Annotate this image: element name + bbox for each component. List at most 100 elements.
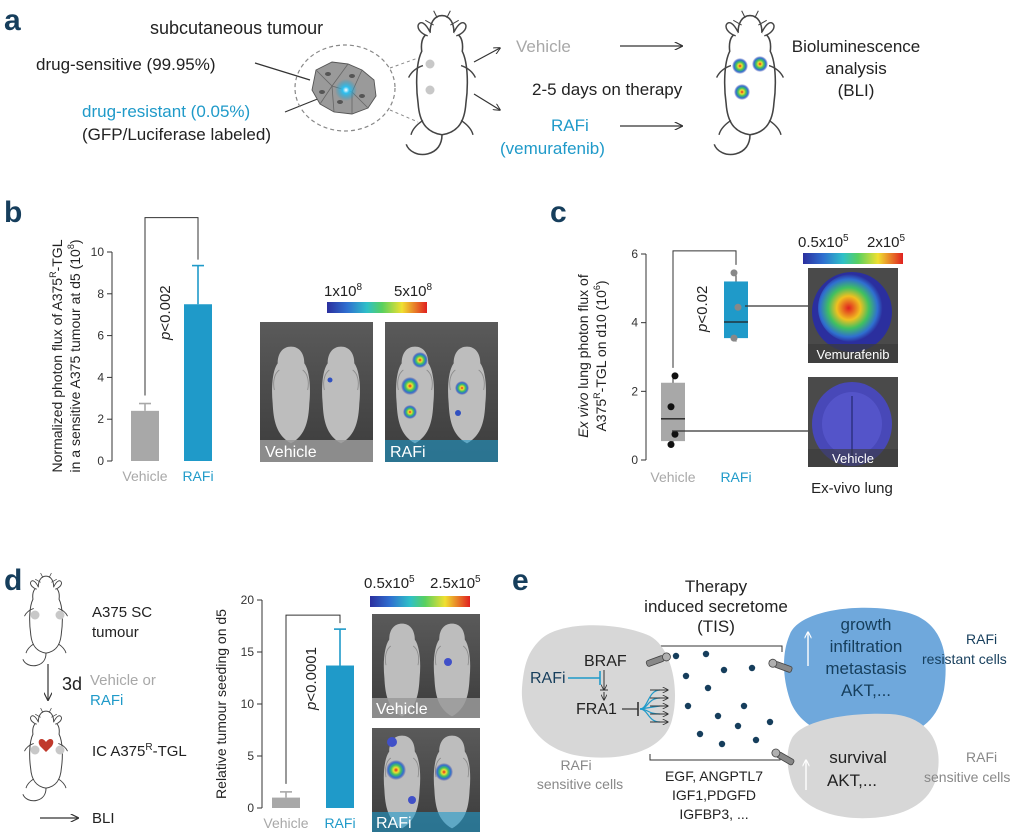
panel-d: d A375 SC tumour 3d Vehicle or RAFi IC A… — [4, 564, 481, 832]
factors-bracket — [649, 754, 781, 761]
vehicle-or-label: Vehicle or — [90, 672, 156, 689]
factors-line2: IGF1,PDGFD — [672, 787, 756, 803]
survival-label: survival — [829, 748, 887, 767]
resistant-cells-label-1: RAFi — [966, 631, 997, 647]
fra1-label: FRA1 — [576, 701, 617, 718]
factors-line3: IGFBP3, ... — [679, 806, 748, 822]
chart-c-category-label-1: RAFi — [720, 469, 751, 485]
bli-image-rafi-d: RAFi — [372, 728, 480, 832]
bli-label-1: Bioluminescence — [792, 37, 921, 56]
gfp-luciferase-label: (GFP/Luciferase labeled) — [82, 125, 271, 144]
chart-b-ytick-label-4: 8 — [97, 287, 104, 301]
panel-a: a subcutaneous tumour drug-sensitive (99… — [4, 4, 920, 158]
lung-image-vemurafenib: Vemurafenib — [808, 268, 898, 363]
mouse-outline-a1 — [405, 9, 477, 156]
pvalue-c: p<0.02 — [694, 286, 711, 333]
chart-b-category-label-1: RAFi — [182, 468, 213, 484]
lung-image-vehicle: Vehicle — [808, 377, 898, 467]
chart-c-point-0-3 — [671, 372, 679, 380]
bli-label-2: analysis — [825, 59, 886, 78]
colorbar-c-low: 0.5x105 — [798, 233, 849, 251]
chart-c-category-label-0: Vehicle — [650, 469, 695, 485]
rafi-input-label: RAFi — [530, 670, 566, 687]
bli-image-vehicle-d-label: Vehicle — [376, 701, 428, 718]
colorbar-d — [370, 596, 470, 607]
days-on-therapy-label: 2-5 days on therapy — [532, 80, 683, 99]
metastasis-label: metastasis — [825, 659, 906, 678]
bli-image-rafi-b: RAFi — [385, 322, 498, 462]
secreted-factors — [672, 650, 774, 748]
bli-signal-3 — [734, 84, 750, 100]
bli-image-vehicle-d: Vehicle — [372, 614, 480, 718]
arrow-3d-label: 3d — [62, 674, 82, 694]
mouse-outline-a2 — [713, 9, 785, 156]
resistant-cells-label-2: resistant cells — [922, 651, 1007, 667]
pvalue-d: p<0.0001 — [303, 647, 320, 711]
chart-c-ytick-label-2: 4 — [631, 316, 638, 330]
chart-c-point-0-1 — [671, 430, 679, 438]
bli-signal-2 — [752, 56, 768, 72]
chart-c-point-0-2 — [667, 403, 675, 411]
lung-image-vemurafenib-label: Vemurafenib — [817, 347, 890, 362]
akt-label-resistant: AKT,... — [841, 681, 891, 700]
factors-line1: EGF, ANGPTL7 — [665, 768, 763, 784]
chart-b-ytick-label-5: 10 — [91, 245, 105, 259]
chart-c-point-0-0 — [667, 441, 675, 449]
chart-c-point-1-2 — [730, 269, 738, 277]
chart-d-ytick-label-3: 15 — [241, 645, 255, 659]
tis-line1: Therapy — [685, 577, 748, 596]
receptor-icon-2 — [768, 658, 793, 673]
bli-image-vehicle-b: Vehicle — [260, 322, 373, 462]
rafi-label-d: RAFi — [90, 692, 123, 709]
colorbar-b-low: 1x108 — [324, 282, 363, 300]
chart-c-ytick-label-1: 2 — [631, 384, 638, 398]
sensitive-cells-label-e-2: sensitive cells — [924, 769, 1010, 785]
tis-bracket — [649, 645, 783, 652]
chart-c-point-1-0 — [730, 334, 738, 342]
drug-sensitive-label: drug-sensitive (99.95%) — [36, 55, 216, 74]
ex-vivo-lung-caption: Ex-vivo lung — [811, 480, 893, 497]
ic-injection-label: IC A375R-TGL — [92, 742, 187, 760]
sensitive-cell-blob — [521, 625, 676, 758]
sensitive-cell-label-1: RAFi — [560, 757, 591, 773]
panel-c-label: c — [550, 196, 567, 229]
panel-a-label: a — [4, 4, 21, 37]
chart-b-ytick-label-3: 6 — [97, 329, 104, 343]
bli-image-vehicle-b-label: Vehicle — [265, 444, 317, 461]
chart-c-point-1-1 — [734, 303, 742, 311]
colorbar-c — [803, 253, 903, 264]
bli-image-rafi-b-label: RAFi — [390, 444, 426, 461]
tumour-zoom-circle — [294, 44, 396, 132]
chart-d-significance-bracket — [285, 614, 341, 784]
colorbar-b — [327, 302, 427, 313]
tis-line3: (TIS) — [697, 617, 735, 636]
resistant-cell-glow — [335, 79, 357, 101]
bli-label-3: (BLI) — [838, 81, 875, 100]
chart-d-ytick-label-0: 0 — [247, 801, 254, 815]
colorbar-c-high: 2x105 — [867, 233, 906, 251]
sensitive-cell-blob-2 — [787, 713, 939, 819]
sensitive-cell-label-2: sensitive cells — [537, 776, 623, 792]
chart-d-ytick-label-1: 5 — [247, 749, 254, 763]
mouse-outline-d1 — [22, 572, 69, 667]
chart-c-ytick-label-0: 0 — [631, 453, 638, 467]
subcutaneous-tumour-label: subcutaneous tumour — [150, 18, 323, 38]
panel-c-ylabel-line2: A375R-TGL on d10 (106) — [592, 280, 609, 431]
colorbar-d-high: 2.5x105 — [430, 574, 481, 592]
vehicle-group-label: Vehicle — [516, 37, 571, 56]
panel-e: e Therapy induced secretome (TIS) RAFi B… — [512, 564, 1010, 822]
sensitive-cells-label-e-1: RAFi — [966, 749, 997, 765]
chart-c-significance-bracket — [672, 250, 737, 368]
panel-b-label: b — [4, 196, 22, 229]
rafi-group-label: RAFi — [551, 116, 589, 135]
chart-b-bar-1 — [184, 304, 212, 461]
panel-b: b Normalized photon flux of A375R-TGL in… — [4, 196, 498, 484]
akt-label-sensitive: AKT,... — [827, 771, 877, 790]
colorbar-b-high: 5x108 — [394, 282, 433, 300]
infiltration-label: infiltration — [830, 637, 903, 656]
tumour-cell-cluster — [311, 61, 377, 115]
sc-tumour-line2: tumour — [92, 624, 139, 641]
